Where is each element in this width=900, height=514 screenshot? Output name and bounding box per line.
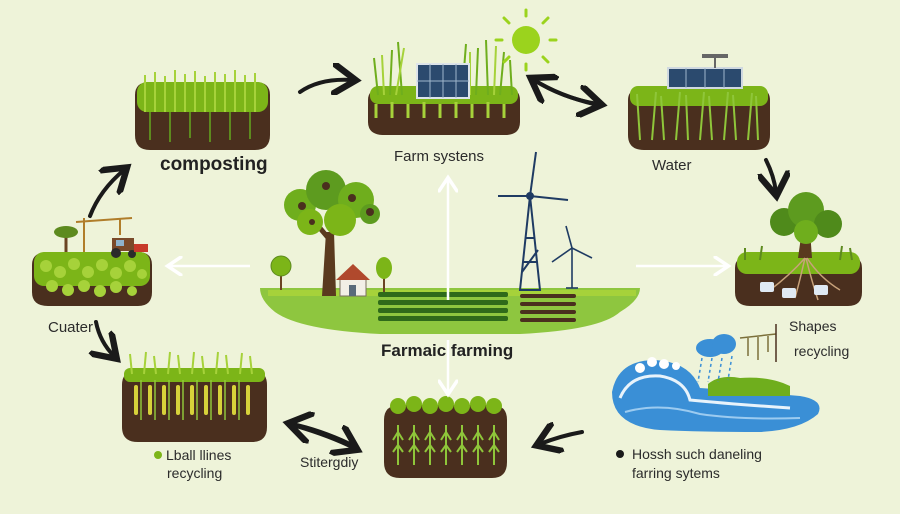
hossh-label: Hossh such daneling (632, 446, 762, 462)
shapes-recycling-label: recycling (794, 343, 850, 359)
water-block (628, 54, 770, 150)
line-crops-block (122, 351, 267, 442)
strategy-label: Stitergdiy (300, 454, 359, 470)
center-white-arrows (170, 180, 726, 392)
water-wave (612, 324, 820, 432)
apple-tree-icon (284, 170, 380, 296)
house-icon (336, 264, 370, 297)
bullet-dot (616, 450, 624, 458)
sun-icon (494, 8, 558, 72)
farm-systems-label: Farm systens (394, 148, 485, 165)
cycle-arrows (88, 80, 776, 448)
composting-label: composting (160, 154, 268, 175)
tractor-icon (111, 238, 148, 258)
roots-block (735, 192, 862, 306)
line-crops-label: Lball llines (166, 447, 232, 463)
bullet-dot (154, 451, 162, 459)
cuater-block (32, 217, 152, 306)
wind-turbine-icon (498, 151, 569, 291)
strategy-block (384, 396, 507, 478)
farm-systems-block (368, 39, 520, 135)
rain-cloud-icon (696, 334, 736, 383)
small-tree-icon (376, 257, 392, 292)
line-crops-recycling-label: recycling (167, 465, 223, 481)
page-title: Farmaic farming (381, 341, 514, 360)
water-label: Water (652, 157, 692, 174)
shapes-label: Shapes (789, 318, 837, 334)
cuater-label: Cuater (48, 319, 94, 336)
composting-soil-block (135, 70, 270, 150)
hanging-plants-icon (739, 333, 777, 360)
tree-icon (54, 226, 78, 252)
wind-turbine-icon (551, 225, 593, 289)
center-landscape (260, 151, 640, 334)
small-tree-icon (270, 255, 292, 290)
farring-sytems-label: farring sytems (632, 465, 720, 481)
